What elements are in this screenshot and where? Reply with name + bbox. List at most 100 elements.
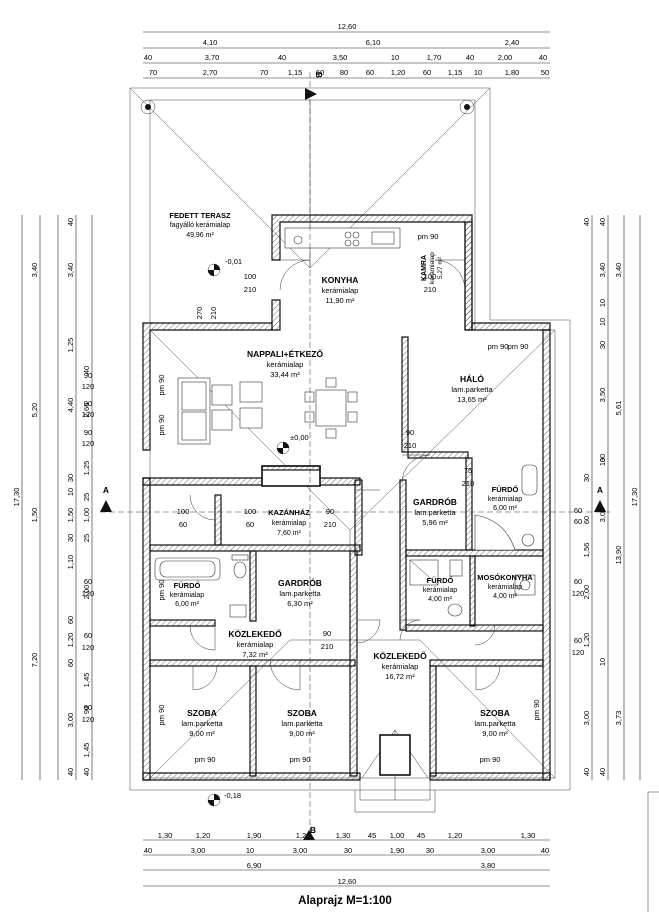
svg-text:10: 10 <box>474 68 482 77</box>
room-labels: FEDETT TERASZ fagyálló kerámialap 49,96 … <box>169 211 533 738</box>
svg-text:kerámialap: kerámialap <box>322 286 359 295</box>
svg-text:6,90: 6,90 <box>247 861 262 870</box>
opening-annotations: pm 90 pm 90 pm 90 pm 90 pm 90 pm 90 pm 9… <box>82 232 585 764</box>
svg-text:10: 10 <box>391 53 399 62</box>
opening-height: 210 <box>321 642 334 651</box>
svg-text:6,10: 6,10 <box>366 38 381 47</box>
level-marker-nappali: ±0,00 <box>276 433 309 455</box>
svg-text:10: 10 <box>598 299 607 307</box>
svg-text:40: 40 <box>66 768 75 776</box>
svg-text:FÜRDŐ: FÜRDŐ <box>427 576 454 585</box>
cut-lines: A A B B <box>100 72 610 840</box>
level-markers: -0,01 ±0,00 -0,18 <box>207 257 309 807</box>
svg-text:1,15: 1,15 <box>448 68 463 77</box>
room-label-kazanhaz: KAZÁNHÁZ kerámialap 7,60 m² <box>268 508 310 537</box>
svg-text:lam.parketta: lam.parketta <box>181 719 223 728</box>
svg-text:2,00: 2,00 <box>82 585 91 600</box>
svg-text:1,80: 1,80 <box>505 68 520 77</box>
svg-text:1,00: 1,00 <box>390 831 405 840</box>
svg-text:lam.parketta: lam.parketta <box>451 385 493 394</box>
window-width: 60 <box>574 506 582 515</box>
section-arrow-left <box>100 500 112 512</box>
svg-text:3,40: 3,40 <box>614 263 623 278</box>
svg-text:1,20: 1,20 <box>582 633 591 648</box>
opening-height: 270 <box>195 307 204 320</box>
svg-text:7,32 m²: 7,32 m² <box>242 650 268 659</box>
svg-text:10: 10 <box>66 488 75 496</box>
sheet-frame-corner <box>647 791 659 912</box>
svg-text:2,00: 2,00 <box>498 53 513 62</box>
svg-text:lam.parketta: lam.parketta <box>414 508 456 517</box>
svg-text:kerámialap: kerámialap <box>488 584 522 591</box>
svg-text:kerámialap: kerámialap <box>267 360 304 369</box>
window-height: 120 <box>82 643 95 652</box>
svg-text:lam.parketta: lam.parketta <box>474 719 516 728</box>
svg-text:40: 40 <box>144 846 152 855</box>
svg-text:1,25: 1,25 <box>66 338 75 353</box>
svg-text:6,30 m²: 6,30 m² <box>287 599 313 608</box>
svg-text:40: 40 <box>278 53 286 62</box>
room-label-halo: HÁLÓ lam.parketta 13,65 m² <box>451 373 493 404</box>
opening-width: 100 <box>177 507 190 516</box>
window-height: 120 <box>82 382 95 391</box>
svg-text:1,30: 1,30 <box>336 831 351 840</box>
opening-width: 100 <box>424 272 437 281</box>
svg-text:5,96 m²: 5,96 m² <box>422 518 448 527</box>
section-label-a-right: A <box>597 485 603 495</box>
window-width: 90 <box>84 399 92 408</box>
svg-text:kerámialap: kerámialap <box>488 496 522 503</box>
room-label-furdo1: FÜRDŐ kerámialap 6,00 m² <box>488 485 522 512</box>
room-label-kamra: KAMRA kerámialap 5,27 m² <box>421 252 444 284</box>
opening-width: 75 <box>464 466 472 475</box>
svg-text:13,90: 13,90 <box>614 546 623 565</box>
svg-text:3,80: 3,80 <box>481 861 496 870</box>
svg-text:kerámialap: kerámialap <box>237 640 274 649</box>
pm-label: pm 90 <box>157 415 166 436</box>
svg-text:40: 40 <box>598 218 607 226</box>
svg-text:1,30: 1,30 <box>521 831 536 840</box>
svg-text:SZOBA: SZOBA <box>480 708 510 718</box>
svg-text:9,00 m²: 9,00 m² <box>482 729 508 738</box>
svg-text:40: 40 <box>539 53 547 62</box>
svg-text:1,45: 1,45 <box>82 743 91 758</box>
svg-text:FÜRDŐ: FÜRDŐ <box>492 485 519 494</box>
plan-title: Alaprajz M=1:100 <box>298 895 392 907</box>
svg-text:KAZÁNHÁZ: KAZÁNHÁZ <box>268 508 310 517</box>
svg-text:12,60: 12,60 <box>338 22 357 31</box>
svg-text:7,60 m²: 7,60 m² <box>277 530 301 537</box>
pm-label: pm 90 <box>480 755 501 764</box>
svg-text:70: 70 <box>149 68 157 77</box>
room-label-szoba2: SZOBA lam.parketta 9,00 m² <box>281 708 323 738</box>
room-label-szoba3: SZOBA lam.parketta 9,00 m² <box>474 708 516 738</box>
dimensions-right: 17,30 3,40 5,61 13,90 3,73 40 3,40 10 3,… <box>582 215 641 780</box>
svg-text:9,00 m²: 9,00 m² <box>189 729 215 738</box>
opening-width: 90 <box>326 507 334 516</box>
svg-text:6,00 m²: 6,00 m² <box>493 505 517 512</box>
room-label-furdo3: FÜRDŐ kerámialap 4,00 m² <box>423 576 457 603</box>
pm-label: pm 90 <box>290 755 311 764</box>
svg-text:6,00 m²: 6,00 m² <box>175 601 199 608</box>
window-height: 120 <box>82 715 95 724</box>
svg-text:40: 40 <box>582 218 591 226</box>
svg-text:30: 30 <box>598 454 607 462</box>
svg-text:3,50: 3,50 <box>333 53 348 62</box>
svg-text:9,00 m²: 9,00 m² <box>289 729 315 738</box>
svg-text:30: 30 <box>66 474 75 482</box>
section-label-b-top: B <box>314 72 324 78</box>
opening-height: 60 <box>246 520 254 529</box>
window-width: 90 <box>84 371 92 380</box>
dimensions-bottom: 1,30 1,20 1,90 1,20 1,30 45 1,00 45 1,20… <box>143 831 550 887</box>
svg-text:1,90: 1,90 <box>247 831 262 840</box>
svg-text:4,40: 4,40 <box>66 398 75 413</box>
room-label-mosokonyha: MOSÓKONYHA kerámialap 4,00 m² <box>477 573 533 600</box>
dimensions-top: 12,60 4,10 6,10 2,40 40 3,70 40 3,50 10 … <box>143 22 550 79</box>
window-width: 60 <box>84 631 92 640</box>
svg-text:40: 40 <box>82 768 91 776</box>
svg-text:GARDRÓB: GARDRÓB <box>278 577 322 588</box>
level-marker-terasz: -0,01 <box>207 257 242 277</box>
svg-text:60: 60 <box>582 516 591 524</box>
svg-text:40: 40 <box>466 53 474 62</box>
svg-text:60: 60 <box>366 68 374 77</box>
opening-width: 90 <box>406 428 414 437</box>
svg-text:kerámialap: kerámialap <box>272 520 306 527</box>
